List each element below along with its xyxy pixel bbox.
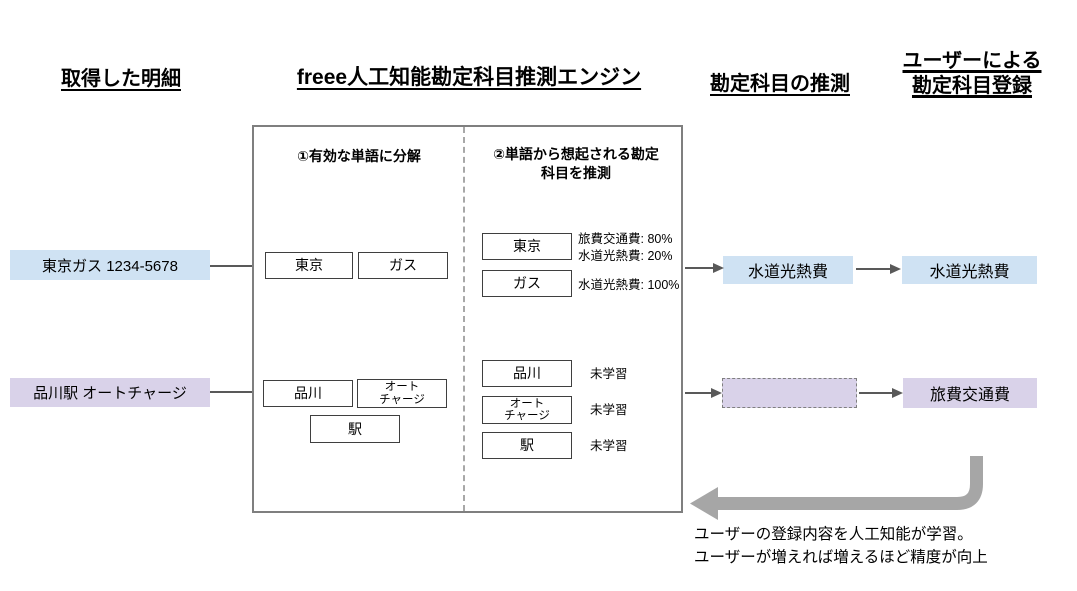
token-box-tokyo: 東京 [265,252,353,279]
token-box-autocharge: オート チャージ [357,379,447,408]
prediction-box-empty-dashed [722,378,857,408]
inference-result-station: 未学習 [590,439,628,453]
inference-result-autocharge: 未学習 [590,403,628,417]
inference-box-shinagawa: 品川 [482,360,572,387]
inference-result-gas: 水道光熱費: 100% [578,278,680,292]
footer-note: ユーザーの登録内容を人工知能が学習。 ユーザーが増えれば増えるほど精度が向上 [694,523,1076,569]
step2-title: ②単語から想起される勘定 科目を推測 [470,145,682,183]
arrow-prediction2-to-registration2 [859,388,903,398]
inference-result-tokyo-line2: 水道光熱費: 20% [578,249,673,263]
footer-note-line2: ユーザーが増えれば増えるほど精度が向上 [694,549,988,566]
registration-box-utilities: 水道光熱費 [902,256,1037,284]
footer-note-line1: ユーザーの登録内容を人工知能が学習。 [694,526,973,543]
step2-title-line1: ②単語から想起される勘定 [493,146,659,162]
header-acquired-statements: 取得した明細 [61,68,181,90]
header-user-registration-line2: 勘定科目登録 [912,75,1032,97]
token-autocharge-line1: オート [384,381,420,393]
token-autocharge-line2: チャージ [379,393,425,406]
inference-result-tokyo-line1: 旅費交通費: 80% [578,232,673,246]
header-user-registration: ユーザーによる 勘定科目登録 [886,49,1058,99]
engine-divider [463,127,465,511]
inference-autocharge-line1: オート [509,397,545,410]
token-box-shinagawa: 品川 [263,380,353,407]
inference-result-shinagawa: 未学習 [590,367,628,381]
header-ai-engine: freee人工知能勘定科目推測エンジン [296,66,642,89]
header-account-prediction: 勘定科目の推測 [710,73,850,95]
registration-box-travel: 旅費交通費 [903,378,1037,408]
token-box-gas: ガス [358,252,448,279]
arrow-prediction1-to-registration1 [856,264,901,274]
token-box-station: 駅 [310,415,400,443]
step1-title: ①有効な単語に分解 [297,148,421,164]
inference-result-tokyo: 旅費交通費: 80% 水道光熱費: 20% [578,231,672,265]
source-box-shinagawa-station: 品川駅 オートチャージ [10,378,210,407]
inference-box-station: 駅 [482,432,572,459]
prediction-box-utilities: 水道光熱費 [723,256,853,284]
source-box-tokyo-gas: 東京ガス 1234-5678 [10,250,210,280]
arrow-engine-to-prediction2 [685,388,722,398]
inference-box-autocharge: オート チャージ [482,396,572,424]
engine-box [252,125,683,513]
inference-autocharge-line2: チャージ [504,410,550,422]
inference-box-gas: ガス [482,270,572,297]
step2-title-line2: 科目を推測 [541,165,611,181]
feedback-arrow [690,456,983,520]
header-user-registration-line1: ユーザーによる [902,50,1042,72]
arrow-engine-to-prediction1 [685,263,724,273]
inference-box-tokyo: 東京 [482,233,572,260]
